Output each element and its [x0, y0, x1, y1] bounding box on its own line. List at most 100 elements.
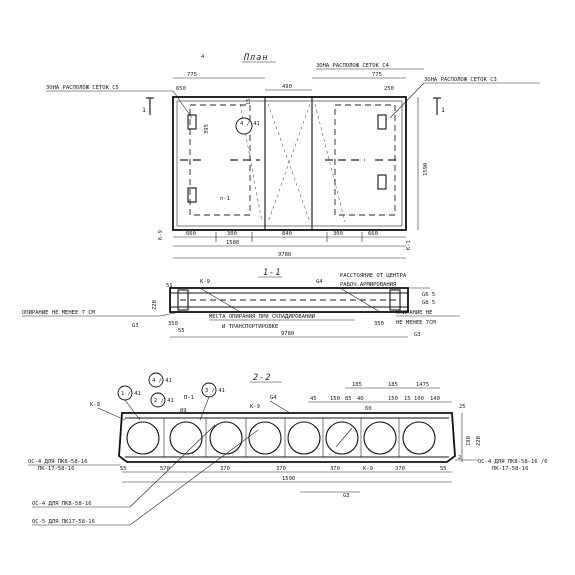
plan-dim-b3: 300: [333, 231, 343, 237]
section2-callout: [148, 372, 164, 388]
plan-dim-side: 1590: [423, 163, 429, 176]
plan-slab-inner-edge: [176, 100, 403, 227]
section2-k9-bot: К-9: [363, 466, 373, 472]
section2-callout-4: 4 / 41: [152, 378, 172, 384]
plan-dim-490: 490: [282, 84, 292, 90]
section2-void-mark: [335, 427, 353, 448]
section1-hatch: [339, 287, 381, 313]
section1-dim-350-right: 350: [374, 321, 384, 327]
section2-left-note-0: ОС-4 ДЛЯ ПК8-58-16: [28, 459, 88, 465]
section1-beam: [169, 287, 409, 313]
section2-dim-s4: 60: [365, 406, 372, 412]
section2-dim-185b: 185: [388, 382, 398, 388]
section1-title: 1-1: [263, 268, 281, 278]
section2-callout: [150, 392, 166, 408]
plan-dim-b1: 300: [227, 231, 237, 237]
void-circle: [126, 421, 160, 455]
plan-mark-n1: п-1: [220, 196, 230, 202]
section2-dim-1475: 1475: [416, 382, 429, 388]
plan-zone-left-leader: [172, 90, 193, 119]
section1-dist: РАССТОЯНИЕ ОТ ЦЕНТРА: [340, 273, 407, 279]
section1-end-block: [389, 289, 401, 311]
void-circle: [169, 421, 203, 455]
section2-bottom-note-1: ОС-5 ДЛЯ ПК17-58-16: [32, 519, 95, 525]
section1-g3-left: G3: [132, 323, 139, 329]
section1-notless: НЕ МЕНЕЕ 7СМ: [396, 320, 436, 326]
section1-dim-total: 9780: [281, 331, 294, 337]
section2-slab-outline: [118, 412, 456, 463]
plan-callout: [235, 117, 253, 135]
plan-dim-4: 4: [201, 54, 205, 60]
section2-k9: К-9: [90, 402, 100, 408]
plan-zone-rt-label: ЗОНА РАСПОЛОЖ СЕТОК С4: [316, 63, 390, 69]
section2-dim-s2: 85: [345, 396, 352, 402]
section1-dim-51: 51: [166, 283, 173, 289]
section2-title: 2-2: [253, 373, 271, 383]
plan-zone-left-label: ЗОНА РАСПОЛОЖ СЕТОК С5: [46, 85, 119, 91]
section2-dim-total: 1590: [282, 476, 295, 482]
plan-dim-b0: 660: [186, 231, 196, 237]
section2-leader: [199, 396, 210, 421]
plan-zone-r-leader: [389, 82, 425, 119]
section2-bottom-note-leader: [129, 424, 216, 508]
section1-g4: G4: [316, 279, 323, 285]
section1-transport: И ТРАНСПОРТИРОВКЕ: [222, 324, 278, 330]
section1-g8: G8 5: [422, 300, 435, 306]
section1-support-left-leader: [159, 311, 181, 317]
plan-dim-650: 650: [176, 86, 186, 92]
plan-mark-k9: К-9: [158, 230, 164, 240]
plan-section-label: 1: [142, 106, 146, 114]
plan-dim-775-left: 775: [187, 72, 197, 78]
void-circle: [287, 421, 321, 455]
plan-section-label: 1: [441, 106, 445, 114]
plan-view: План 4 / 41 п-1 К-9 К-1 ЗОНА РАСП: [46, 53, 540, 259]
plan-slab-outline: [172, 96, 407, 231]
section2-callout-3: 3 / 41: [205, 388, 225, 394]
section2-dim-190: 190: [466, 436, 472, 446]
plan-dim-b4: 660: [368, 231, 378, 237]
section2-dim-b1: 370: [220, 466, 230, 472]
plan-loop: [377, 174, 387, 190]
section1-hatch: [199, 287, 241, 313]
section2-callout-1: 1 / 41: [121, 391, 141, 397]
section2-k9-top: К-9: [250, 404, 260, 410]
section2-dim-b3: 370: [330, 466, 340, 472]
section2-bottom-note-leader: [129, 429, 259, 526]
void-circle: [325, 421, 359, 455]
section2-dim-55-left: 55: [120, 466, 127, 472]
plan-dim-9780: 9780: [278, 252, 291, 258]
section1-place: МЕСТА ОПИРАНИЯ ПРИ СКЛАДИРОВАНИИ: [209, 314, 315, 320]
section2-left-note-1: ПК-17-58-16: [38, 466, 74, 472]
section2-k9-leader: [97, 407, 126, 421]
section1-end-block: [177, 289, 189, 311]
section2-dim-s3: 40: [357, 396, 364, 402]
plan-title: План: [243, 53, 268, 63]
section2-right-note-0: ОС-4 ДЛЯ ПК8-58-16 /6: [478, 459, 548, 465]
section1-support-right: ОПИРАНИЕ НЕ: [396, 310, 432, 316]
section2-dim-s1: 150: [330, 396, 340, 402]
plan-mark-k1: К-1: [406, 240, 412, 250]
section2-dim-s5: 150: [388, 396, 398, 402]
void-circle: [363, 421, 397, 455]
section2-dim-185a: 185: [352, 382, 362, 388]
section2-dim-b5: 370: [395, 466, 405, 472]
section2-dim-2: 2: [458, 455, 461, 461]
plan-loop: [187, 187, 197, 203]
section1-support-left: ОПИРАНИЕ НЕ МЕНЕЕ 7 СМ: [22, 310, 96, 316]
plan-zone-r-label: ЗОНА РАСПОЛОЖ СЕТОК С3: [424, 77, 497, 83]
plan-loop: [187, 114, 197, 130]
plan-diagonal: [267, 103, 311, 223]
section2-g4-leader: [269, 400, 291, 414]
section2-callout-2: 2 / 41: [154, 398, 174, 404]
section1-k9: К-9: [200, 279, 210, 285]
section2-dim-220: 220: [476, 436, 482, 446]
section2-dim-25: 25: [459, 404, 466, 410]
section2-g4: G4: [270, 395, 277, 401]
section2-dim-b0: 570: [160, 466, 170, 472]
section-1-1: 1-1 К-9 G4 РАССТОЯНИЕ ОТ ЦЕНТРА РАБОЧ.АР…: [22, 268, 460, 338]
section1-g3-right: G3: [414, 332, 421, 338]
section-2-2: 2-2 1 / 41 4 / 41 3 / 41 2 / 41 П-1: [28, 372, 548, 526]
section2-dim-s6: 15: [404, 396, 411, 402]
plan-dim-1580: 1580: [226, 240, 239, 246]
